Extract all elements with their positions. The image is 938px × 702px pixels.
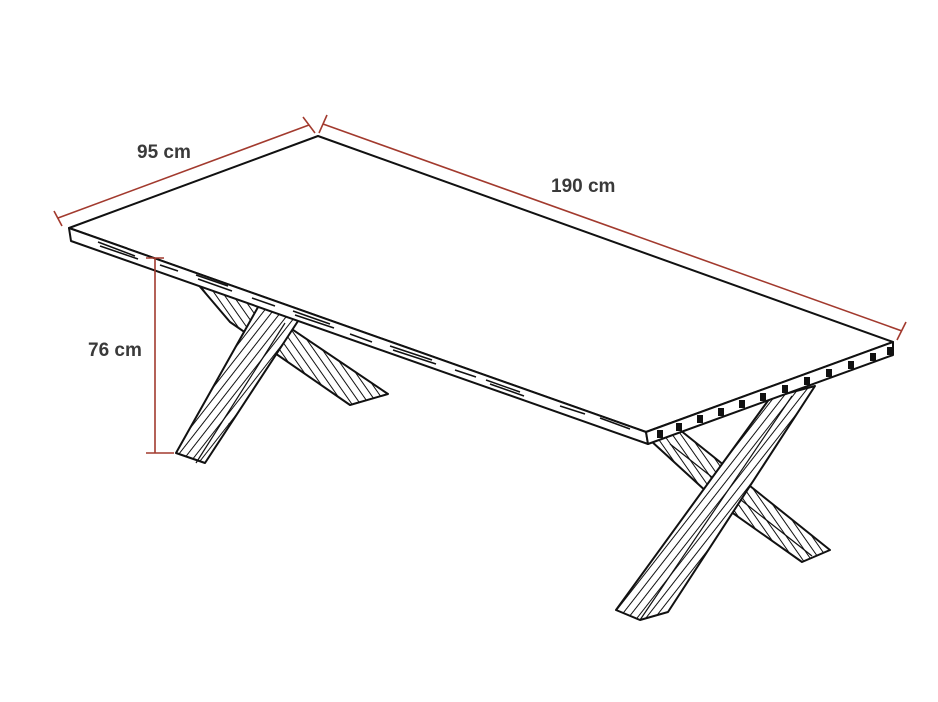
width-label: 95 cm [137,142,191,163]
width-dimension [53,116,316,227]
height-dimension [146,257,174,454]
height-label: 76 cm [88,340,142,361]
length-dimension [318,114,907,341]
length-label: 190 cm [551,176,615,197]
end-grain-blocks [657,347,892,438]
edge-grain [97,241,631,430]
left-x-leg [175,281,389,464]
tabletop [68,135,894,445]
right-x-leg [615,385,831,621]
